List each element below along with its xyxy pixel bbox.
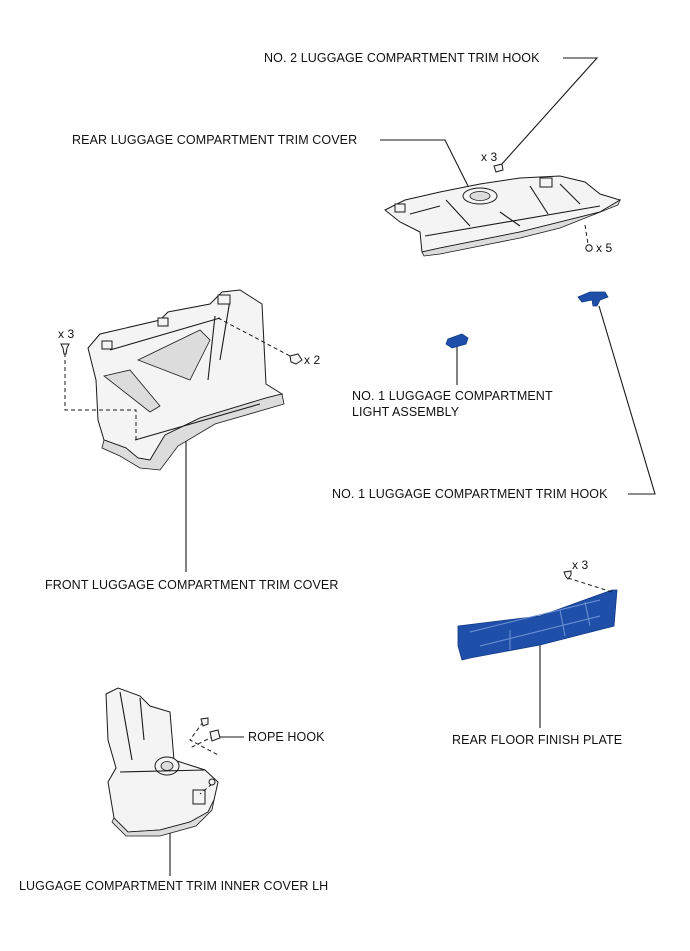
clip-icon [200,717,209,727]
label-rear-floor-finish-plate: REAR FLOOR FINISH PLATE [452,733,623,747]
clip-icon [60,343,70,355]
clip-icon [563,570,572,580]
clip-icon [585,244,593,252]
label-light-assembly-line2: LIGHT ASSEMBLY [352,405,460,419]
label-rope-hook: ROPE HOOK [248,730,325,744]
leader-lines [169,57,656,876]
clip-icon [208,778,216,786]
qty-rear-cover-hooks: x 3 [481,150,498,164]
luggage-trim-inner-cover-lh [105,687,219,837]
trim-hook-icon [577,291,609,307]
label-front-trim-cover: FRONT LUGGAGE COMPARTMENT TRIM COVER [45,578,339,592]
light-assembly-icon [445,333,469,349]
label-light-assembly-line1: NO. 1 LUGGAGE COMPARTMENT [352,389,553,403]
qty-finish-plate-clips: x 3 [572,558,589,572]
qty-front-cover-clips-right: x 2 [304,353,321,367]
qty-rear-cover-clips: x 5 [596,241,613,255]
clip-icon [289,353,303,365]
rear-floor-finish-plate [457,589,618,661]
rear-luggage-trim-cover [384,175,622,257]
label-no2-trim-hook: NO. 2 LUGGAGE COMPARTMENT TRIM HOOK [264,51,540,65]
label-rear-trim-cover: REAR LUGGAGE COMPARTMENT TRIM COVER [72,133,358,147]
trim-hook-icon [493,163,504,173]
label-inner-cover-lh: LUGGAGE COMPARTMENT TRIM INNER COVER LH [19,879,329,893]
clip-icon [209,729,221,742]
qty-front-cover-clips-left: x 3 [58,327,75,341]
label-no1-trim-hook: NO. 1 LUGGAGE COMPARTMENT TRIM HOOK [332,487,608,501]
